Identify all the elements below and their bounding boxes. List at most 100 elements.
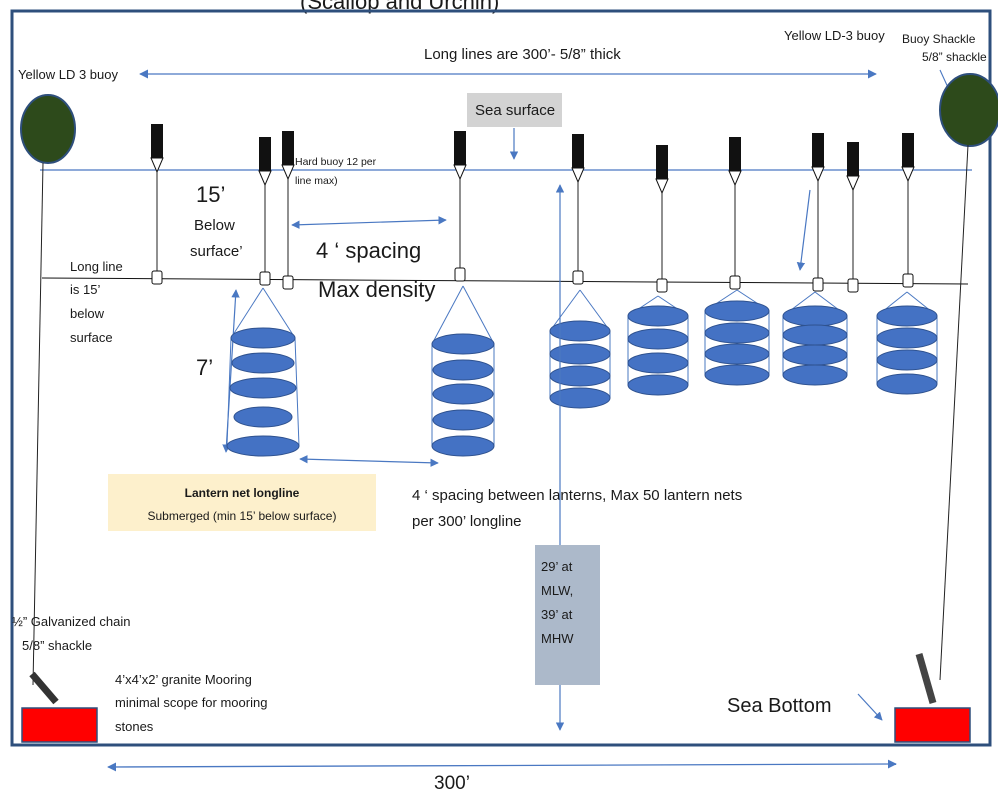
net-side xyxy=(226,337,232,447)
lantern-tier xyxy=(876,349,938,371)
buoy-left-label: Yellow LD 3 buoy xyxy=(18,67,118,82)
lantern-tier xyxy=(704,364,770,386)
fifteen-label: 15’ xyxy=(196,182,225,207)
right-mooring-stone xyxy=(894,707,971,743)
sea-bottom-arrow xyxy=(857,693,883,721)
buoy-tip xyxy=(901,166,915,183)
lantern-spacing-2: per 300’ longline xyxy=(412,513,522,530)
buoy-tip xyxy=(281,164,295,181)
net-rope xyxy=(579,289,611,332)
net-rope xyxy=(230,287,264,339)
lantern-tier xyxy=(549,320,611,342)
float xyxy=(259,271,271,286)
buoy-tip xyxy=(728,170,742,187)
total-length-arrow xyxy=(107,759,897,772)
buoy-tip xyxy=(655,178,669,195)
float xyxy=(454,267,466,282)
lantern-tier xyxy=(226,435,300,457)
float xyxy=(572,270,584,285)
lantern-tier xyxy=(229,377,297,399)
buoy-tip xyxy=(453,164,467,181)
hard-buoys xyxy=(150,124,915,293)
hard-buoy xyxy=(572,134,584,168)
lantern-tier xyxy=(782,305,848,327)
seven-label: 7’ xyxy=(196,355,213,380)
net-side xyxy=(294,337,300,447)
hard-buoy xyxy=(729,137,741,171)
right-buoy-pointer xyxy=(796,189,811,271)
right-chain xyxy=(915,653,937,704)
hard-buoy xyxy=(812,133,824,167)
float xyxy=(729,275,741,290)
net-rope xyxy=(262,287,296,339)
longline-depth-4: surface xyxy=(70,330,113,345)
lantern-tier xyxy=(627,328,689,350)
longline-depth-3: below xyxy=(70,306,105,321)
float xyxy=(847,278,859,293)
lantern-tier xyxy=(627,305,689,327)
buoy-tip xyxy=(846,175,860,192)
depth-label-2: MLW, xyxy=(541,583,573,598)
lantern-info-box xyxy=(108,474,376,531)
lantern-tier xyxy=(431,435,495,457)
lantern-tier xyxy=(432,359,494,381)
lantern-tier xyxy=(782,364,848,386)
buoy-tip xyxy=(811,166,825,183)
lantern-tier xyxy=(876,373,938,395)
depth-label-4: MHW xyxy=(541,631,574,646)
right-surface-buoy xyxy=(939,73,998,147)
lantern-nets xyxy=(226,285,938,457)
mooring-label-2: minimal scope for mooring xyxy=(115,695,267,710)
buoy-spacing-arrow xyxy=(291,216,447,229)
longline-depth-2: is 15’ xyxy=(70,282,100,297)
spacing-label: 4 ‘ spacing xyxy=(316,238,421,263)
buoy-right-label: Yellow LD-3 buoy xyxy=(784,28,885,43)
buoy-tip xyxy=(571,167,585,184)
below-surface-1: Below xyxy=(194,217,235,234)
total-length-label: 300’ xyxy=(434,773,470,794)
longline-rope xyxy=(41,277,969,285)
lantern-tier xyxy=(704,343,770,365)
lantern-tier xyxy=(432,383,494,405)
hard-buoy xyxy=(902,133,914,167)
mooring-label-1: 4’x4’x2’ granite Mooring xyxy=(115,672,252,687)
lantern-tier xyxy=(704,300,770,322)
lantern-tier xyxy=(782,344,848,366)
depth-label-3: 39’ at xyxy=(541,607,573,622)
depth-box xyxy=(535,545,600,685)
lantern-tier xyxy=(431,333,495,355)
buoy-tip xyxy=(258,170,272,187)
lantern-tier xyxy=(876,327,938,349)
float xyxy=(812,277,824,292)
lantern-tier xyxy=(233,406,293,428)
lantern-tier xyxy=(876,305,938,327)
depth-label-1: 29’ at xyxy=(541,559,573,574)
hard-buoy-label-2: line max) xyxy=(295,175,338,187)
left-chain xyxy=(29,671,59,705)
lantern-title: Lantern net longline xyxy=(185,486,300,500)
lantern-subtitle: Submerged (min 15’ below surface) xyxy=(148,509,337,523)
lantern-spacing-arrow xyxy=(299,455,439,467)
mooring-label-3: stones xyxy=(115,719,154,734)
buoy-shackle-label-2: 5/8” shackle xyxy=(922,50,987,64)
chain-label: ½” Galvanized chain xyxy=(12,614,131,629)
lantern-tier xyxy=(549,387,611,409)
diagram-frame xyxy=(10,9,992,747)
lantern-tier xyxy=(627,374,689,396)
float xyxy=(902,273,914,288)
lantern-spacing-1: 4 ‘ spacing between lanterns, Max 50 lan… xyxy=(412,487,742,504)
net-rope xyxy=(431,285,464,345)
float xyxy=(656,278,668,293)
lantern-tier xyxy=(627,352,689,374)
lantern-tier xyxy=(231,352,295,374)
sea-surface-label: Sea surface xyxy=(475,102,555,119)
longline-depth-1: Long line xyxy=(70,259,123,274)
lantern-tier xyxy=(230,327,296,349)
net-rope xyxy=(462,285,495,345)
right-mooring-line xyxy=(939,144,969,681)
hard-buoy xyxy=(656,145,668,179)
float xyxy=(151,270,163,285)
left-mooring-line xyxy=(32,162,44,686)
left-mooring-stone xyxy=(21,707,98,743)
